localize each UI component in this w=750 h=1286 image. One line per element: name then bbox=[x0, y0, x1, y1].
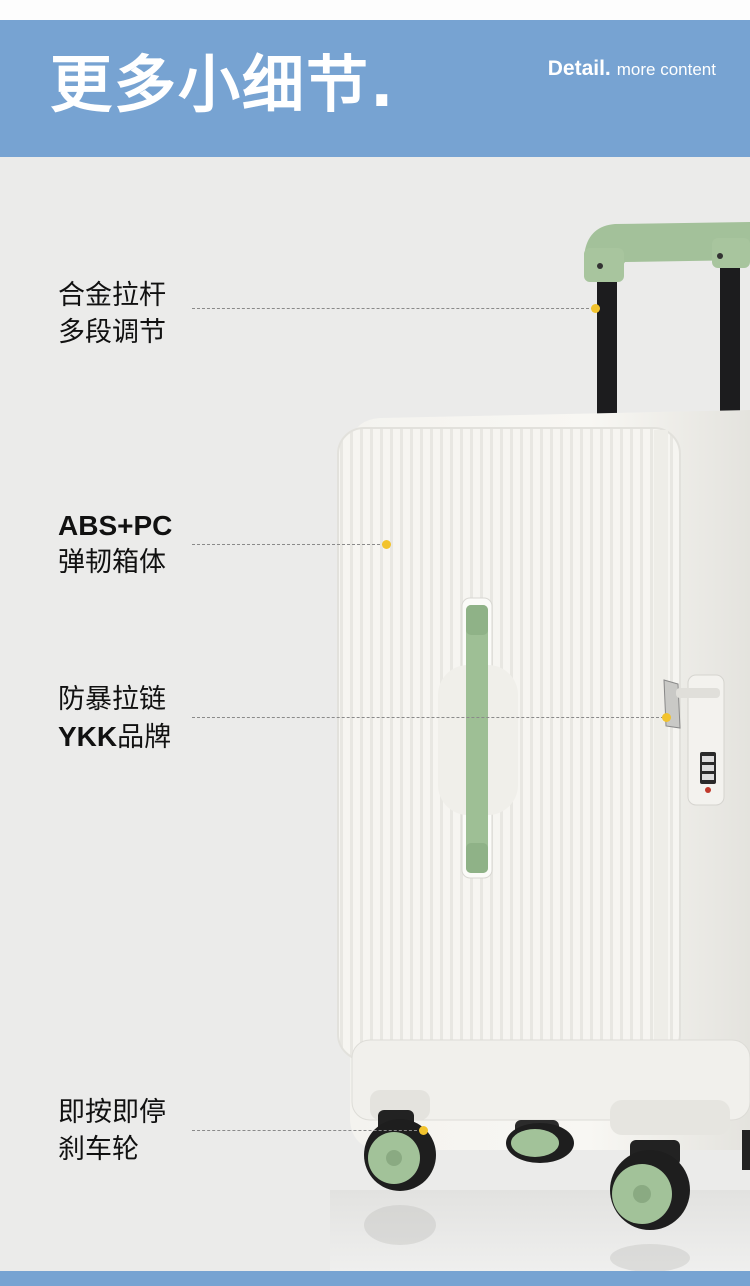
detail-bold: Detail. bbox=[547, 57, 611, 80]
feature-zipper-brand: YKK bbox=[58, 721, 118, 752]
feature-zipper-label: 防暴拉链 YKK品牌 bbox=[58, 681, 171, 756]
telescopic-handle bbox=[584, 222, 750, 420]
bottom-bar bbox=[0, 1271, 750, 1286]
detail-caption: Detail. more content bbox=[548, 57, 716, 81]
feature-handle-leader bbox=[192, 308, 594, 309]
page-title: 更多小细节. bbox=[50, 48, 396, 121]
feature-zipper-marker bbox=[662, 713, 671, 722]
feature-zipper-leader bbox=[192, 717, 664, 718]
feature-handle-line2: 多段调节 bbox=[58, 317, 166, 348]
zipper-lock bbox=[663, 674, 725, 806]
feature-wheel-line2: 刹车轮 bbox=[58, 1134, 139, 1165]
detail-text: more content bbox=[616, 60, 716, 79]
feature-shell-label: ABS+PC 弹韧箱体 bbox=[58, 507, 172, 581]
wheel-reflections bbox=[364, 1205, 690, 1271]
suitcase-illustration bbox=[330, 222, 750, 1271]
feature-shell-line2: 弹韧箱体 bbox=[58, 547, 166, 578]
feature-shell-leader bbox=[192, 544, 385, 545]
feature-wheel-label: 即按即停 刹车轮 bbox=[58, 1094, 166, 1168]
feature-shell-marker bbox=[382, 540, 391, 549]
feature-handle-marker bbox=[591, 304, 600, 313]
feature-handle-line1: 合金拉杆 bbox=[58, 280, 166, 311]
feature-wheel-leader bbox=[192, 1130, 422, 1131]
feature-wheel-line1: 即按即停 bbox=[58, 1097, 166, 1128]
feature-zipper-line2: 品牌 bbox=[117, 722, 172, 753]
header-banner: 更多小细节. Detail. more content bbox=[0, 20, 750, 157]
top-strip bbox=[0, 0, 750, 20]
feature-zipper-line2-wrap: YKK品牌 bbox=[58, 718, 171, 756]
feature-handle-label: 合金拉杆 多段调节 bbox=[58, 277, 166, 351]
feature-shell-line1: ABS+PC bbox=[58, 510, 173, 541]
spinner-wheels bbox=[364, 1110, 750, 1230]
feature-wheel-marker bbox=[419, 1126, 428, 1135]
feature-zipper-line1: 防暴拉链 bbox=[58, 684, 166, 715]
front-carry-handle bbox=[438, 597, 518, 879]
